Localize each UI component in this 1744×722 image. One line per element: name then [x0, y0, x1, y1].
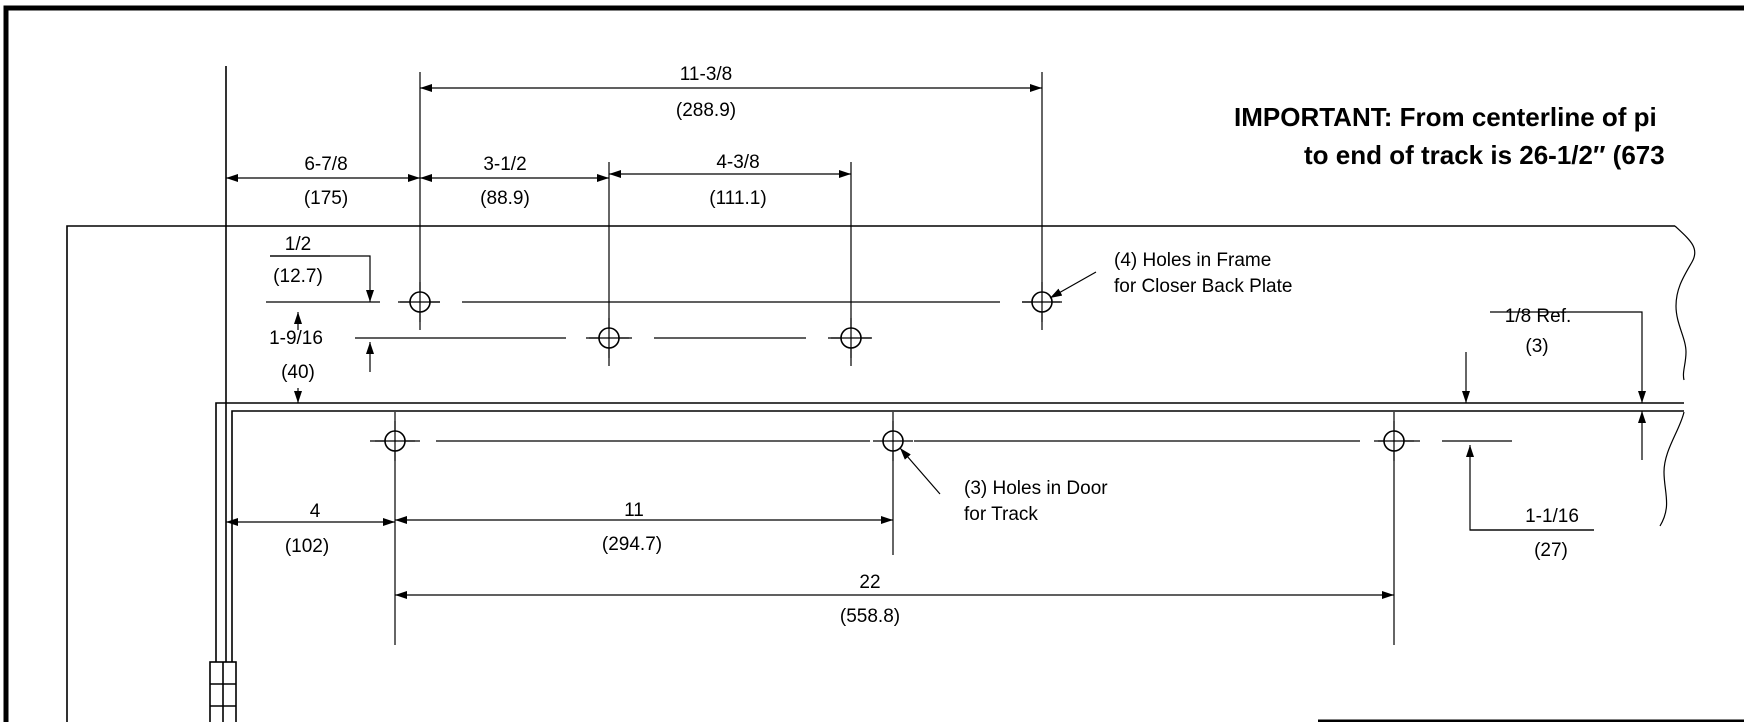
extension-lines — [394, 72, 1395, 645]
door-hole-2 — [873, 421, 913, 461]
frame-break-line-bottom — [1659, 411, 1685, 527]
dim-1-9-16-inch: 1-9/16 — [269, 328, 323, 349]
door-holes-leader — [899, 447, 941, 495]
dim-4-mm: (102) — [285, 536, 329, 557]
dim-4-3-8-mm: (111.1) — [709, 188, 766, 209]
dim-1-8-ref-mm: (3) — [1525, 336, 1548, 357]
dim-22-inch: 22 — [859, 572, 880, 593]
dim-6-7-8-inch: 6-7/8 — [304, 154, 347, 175]
dim-1-2-mm: (12.7) — [273, 266, 323, 287]
frame-hole-4 — [1022, 282, 1062, 322]
dim-1-1-16-inch: 1-1/16 — [1525, 506, 1579, 527]
dim-22-mm: (558.8) — [840, 606, 900, 627]
frame-hole-1 — [400, 282, 440, 322]
door-top-edge-inner — [231, 410, 1684, 722]
dim-11-mm: (294.7) — [602, 534, 662, 555]
hole-centerlines — [355, 301, 1512, 442]
door-hole-1 — [375, 421, 415, 461]
door-hole-3 — [1374, 421, 1414, 461]
dim-1-8-ref-inch: 1/8 Ref. — [1505, 306, 1572, 327]
door-top-edge — [215, 402, 1684, 722]
right-vertical-dimensions — [1462, 311, 1646, 531]
frame-break-line-top — [1674, 225, 1696, 381]
label-separators — [270, 255, 1594, 531]
important-note-line1: IMPORTANT: From centerline of pi — [1234, 102, 1657, 132]
dim-1-9-16-mm: (40) — [281, 362, 315, 383]
page-border — [3, 5, 1744, 722]
dim-4-3-8-inch: 4-3/8 — [716, 152, 759, 173]
hinge — [209, 661, 237, 722]
frame-holes-callout-line2: for Closer Back Plate — [1114, 276, 1292, 297]
door-holes-callout-line2: for Track — [964, 504, 1038, 525]
dim-11-inch: 11 — [624, 500, 644, 521]
important-note-line2: to end of track is 26-1/2″ (673 — [1304, 140, 1665, 170]
dim-11-3-8-inch: 11-3/8 — [680, 64, 732, 85]
dim-11-3-8-mm: (288.9) — [676, 100, 736, 121]
dim-6-7-8-mm: (175) — [304, 188, 348, 209]
door-holes-callout-line1: (3) Holes in Door — [964, 478, 1108, 499]
frame-hole-3 — [831, 318, 871, 358]
dim-3-1-2-mm: (88.9) — [480, 188, 530, 209]
dimension-lines — [226, 84, 1394, 599]
frame-holes-leader — [1049, 271, 1097, 299]
dim-4-inch: 4 — [310, 501, 321, 522]
dim-1-1-16-mm: (27) — [1534, 540, 1568, 561]
frame-holes-callout-line1: (4) Holes in Frame — [1114, 250, 1271, 271]
dim-1-2-inch: 1/2 — [285, 234, 311, 255]
dim-3-1-2-inch: 3-1/2 — [483, 154, 526, 175]
frame-hole-2 — [589, 318, 629, 358]
frame-outline — [66, 225, 1675, 722]
